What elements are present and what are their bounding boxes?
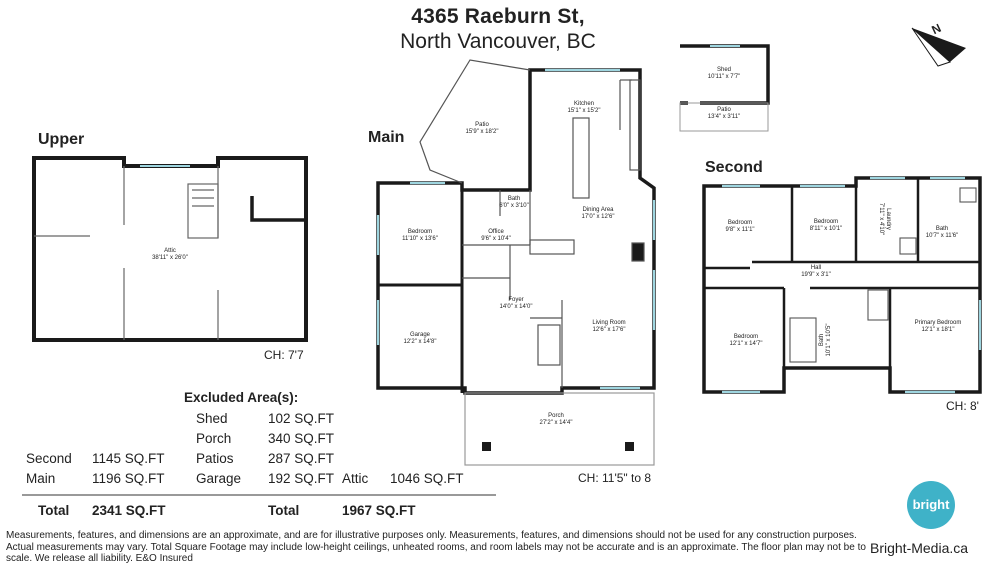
included-second-value: 1145 SQ.FT (92, 451, 165, 466)
excluded-area-title: Excluded Area(s): (184, 390, 299, 405)
excluded-porch-value: 340 SQ.FT (268, 431, 335, 446)
included-total-label: Total (38, 503, 70, 518)
bright-logo: bright (907, 481, 955, 529)
address-title: 4365 Raeburn St, (411, 5, 585, 28)
main-ceiling-height: CH: 11'5" to 8 (578, 471, 652, 485)
excluded-porch-label: Porch (196, 431, 232, 446)
main-floor-plan (376, 59, 656, 466)
included-second-label: Second (26, 451, 72, 466)
second-label: Second (705, 159, 763, 176)
excluded-total-label: Total (268, 503, 300, 518)
excluded-patios-value: 287 SQ.FT (268, 451, 335, 466)
included-main-value: 1196 SQ.FT (92, 471, 165, 486)
brand-site: Bright-Media.ca (870, 540, 969, 556)
second-floor-plan (702, 176, 982, 394)
upper-floor-plan (32, 156, 308, 342)
shed-plan (679, 44, 770, 132)
included-total-value: 2341 SQ.FT (92, 503, 166, 518)
main-label: Main (368, 129, 405, 146)
compass-icon (911, 27, 966, 67)
second-ceiling-height: CH: 8' (946, 399, 979, 413)
excluded-shed-label: Shed (196, 411, 228, 426)
excluded-patios-label: Patios (196, 451, 234, 466)
attic-area-label: Attic (342, 471, 369, 486)
upper-label: Upper (38, 131, 85, 148)
excluded-shed-value: 102 SQ.FT (268, 411, 335, 426)
city-subtitle: North Vancouver, BC (400, 30, 596, 53)
excluded-garage-label: Garage (196, 471, 242, 486)
excluded-garage-value: 192 SQ.FT (268, 471, 335, 486)
excluded-total-value: 1967 SQ.FT (342, 503, 416, 518)
upper-ceiling-height: CH: 7'7 (264, 348, 304, 362)
included-main-label: Main (26, 471, 56, 486)
attic-area-value: 1046 SQ.FT (390, 471, 464, 486)
disclaimer-text: Measurements, features, and dimensions a… (6, 530, 866, 564)
